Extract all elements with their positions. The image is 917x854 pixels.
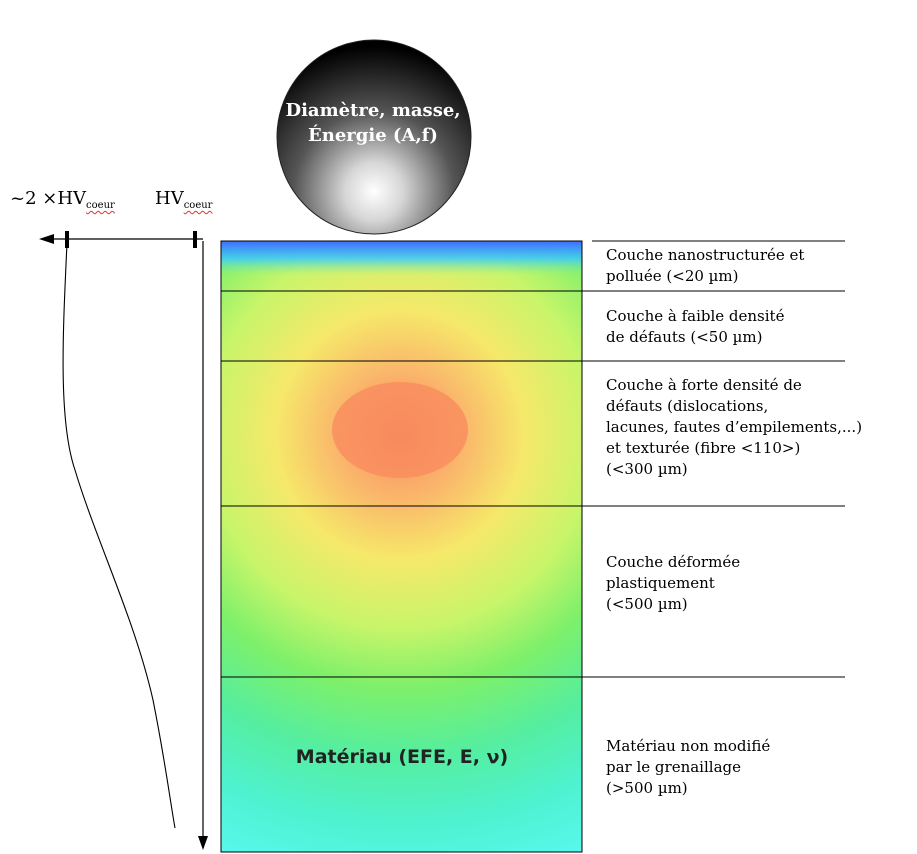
hardness-axis-arrowhead <box>39 234 54 244</box>
double-hardness-text: ~2 ×HV <box>10 188 87 209</box>
surface-band <box>221 241 582 276</box>
shot-parameters-line: Énergie (A,f) <box>308 125 438 146</box>
material-block <box>220 240 583 853</box>
depth-axis-arrowhead <box>198 836 208 850</box>
layer-text: de défauts (<50 µm) <box>606 328 763 346</box>
layer-text: (<300 µm) <box>606 460 688 478</box>
layer-text: lacunes, fautes d’empilements,...) <box>606 418 863 436</box>
layer-text: défauts (dislocations, <box>606 397 769 415</box>
layer-label-high-defect: Couche à forte densité de défauts (dislo… <box>606 375 862 480</box>
core-hardness-text: HV <box>155 188 184 209</box>
layer-text: Couche à faible densité <box>606 307 785 325</box>
layer-label-plastic: Couche déformée plastiquement (<500 µm) <box>606 552 740 615</box>
layer-text: polluée (<20 µm) <box>606 267 739 285</box>
layer-text: plastiquement <box>606 574 715 592</box>
layer-text: par le grenaillage <box>606 758 741 776</box>
layer-text: (>500 µm) <box>606 779 688 797</box>
layer-text: Couche nanostructurée et <box>606 246 805 264</box>
layer-text: et texturée (fibre <110>) <box>606 439 801 457</box>
core-hardness-label: HVcoeur <box>155 188 212 211</box>
layer-label-nanostructured: Couche nanostructurée et polluée (<20 µm… <box>606 245 804 287</box>
hardness-subscript: coeur <box>86 200 115 211</box>
layer-text: Couche à forte densité de <box>606 376 802 394</box>
layer-text: Couche déformée <box>606 553 741 571</box>
layer-text: Matériau non modifié <box>606 737 771 755</box>
shot-ball <box>276 39 472 235</box>
shot-parameters-label: Diamètre, masse, Énergie (A,f) <box>278 98 468 148</box>
double-core-hardness-label: ~2 ×HVcoeur <box>10 188 115 211</box>
hardness-profile-curve <box>62 242 176 829</box>
layer-label-low-defect: Couche à faible densité de défauts (<50 … <box>606 306 784 348</box>
hot-core <box>332 382 468 478</box>
double-hardness-tick <box>65 231 69 248</box>
material-label: Matériau (EFE, E, ν) <box>295 746 509 768</box>
layer-label-unmodified: Matériau non modifié par le grenaillage … <box>606 736 770 799</box>
hardness-subscript: coeur <box>183 200 213 211</box>
layer-text: (<500 µm) <box>606 595 688 613</box>
core-hardness-tick <box>193 231 197 248</box>
shot-parameters-line: Diamètre, masse, <box>285 100 461 121</box>
